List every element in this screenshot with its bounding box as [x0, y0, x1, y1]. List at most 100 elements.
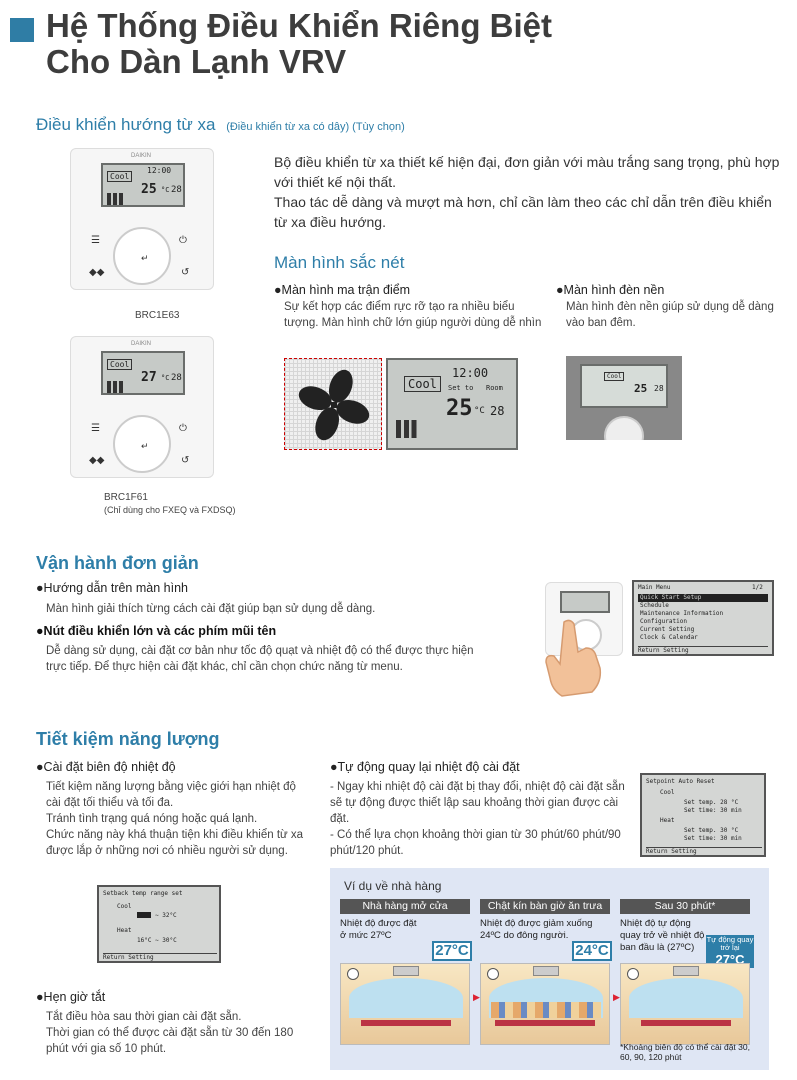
temp-range-item: Tránh tình trạng quá nóng hoặc quá lạnh.	[46, 813, 258, 825]
mini-remote	[545, 582, 623, 656]
auto-reset-lcd: Setpoint Auto Reset Cool Set temp. 28 °C…	[640, 773, 766, 857]
simple-heading: Vận hành đơn giản	[36, 553, 199, 573]
dot-matrix-fan-image	[284, 358, 382, 450]
ceiling-ac-icon	[673, 966, 699, 976]
energy-heading: Tiết kiệm năng lượng	[36, 729, 220, 749]
brand-logo: DAIKIN	[131, 153, 152, 159]
backlit-lcd: Cool 25 28	[580, 364, 668, 408]
model-1-label: BRC1E63	[135, 310, 180, 321]
menu-item-selected[interactable]: Quick Start Setup	[638, 594, 768, 602]
remote-controller-1: DAIKIN Cool 12:00 25 °C 28 ↵ ☰ ⏻ ◆◆ ↺	[70, 148, 214, 290]
off-timer-item: Tắt điều hòa sau thời gian cài đặt sẵn.	[46, 1011, 242, 1023]
reset-cool-temp: Set temp. 28 °C	[684, 799, 739, 806]
panel-1-text: Nhiệt độ được đặt ở mức 27ºC	[340, 918, 417, 941]
model-2-label: BRC1F61 (Chỉ dùng cho FXEQ và FXDSQ)	[104, 491, 236, 517]
example-heading: Ví dụ về nhà hàng	[344, 879, 442, 893]
dot-matrix-text: Sự kết hợp các điểm rực rỡ tạo ra nhiều …	[284, 301, 542, 329]
temp-range-lcd: Setback temp range set Cool ∼ 32°C Heat …	[97, 885, 221, 963]
menu-button-icon[interactable]: ☰	[91, 423, 100, 434]
simple-b2-title: ●Nút điều khiển lớn và các phím mũi tên	[36, 624, 277, 638]
fan-speed-bars-icon	[107, 193, 127, 205]
remote-heading-note: (Điều khiển từ xa có dây) (Tùy chọn)	[226, 121, 405, 133]
panel-1-temp: 27°C	[432, 941, 472, 961]
ceiling-ac-icon	[393, 966, 419, 976]
fan-speed-bars-icon	[107, 381, 127, 393]
off-timer-block: ●Hẹn giờ tắt Tắt điều hòa sau thời gian …	[36, 989, 306, 1057]
lcd-set-temp: 25	[141, 182, 157, 197]
example-footnote: *Khoảng biên độ có thể cài đặt 30, 60, 9…	[620, 1042, 750, 1062]
range-cool-value: ∼ 32°C	[155, 912, 177, 919]
range-heat-value: 16°C ∼ 30°C	[137, 937, 177, 944]
menu-item[interactable]: Clock & Calendar	[640, 634, 698, 641]
reset-heat-label: Heat	[660, 817, 675, 824]
menu-button-icon[interactable]: ☰	[91, 235, 100, 246]
auto-badge-label: Tự động quay trở lại	[706, 935, 754, 952]
title-line-2: Cho Dàn Lạnh VRV	[46, 43, 347, 80]
lcd-set-temp: 25	[634, 382, 648, 395]
lcd-unit: °C	[161, 186, 170, 194]
model-2-note: (Chỉ dùng cho FXEQ và FXDSQ)	[104, 505, 236, 515]
lcd-mode: Cool	[404, 376, 441, 392]
dot-matrix-block: ●Màn hình ma trận điểm Sự kết hợp các đi…	[274, 282, 544, 331]
lcd-room-label: Room	[486, 384, 503, 392]
clock-icon	[487, 968, 499, 980]
reset-cool-label: Cool	[660, 789, 675, 796]
panel-3-room	[620, 963, 750, 1045]
lcd-unit: °C	[161, 374, 170, 382]
lcd-room-temp: 28	[654, 384, 664, 393]
dpad-center-icon: ↵	[141, 253, 149, 263]
menu-item[interactable]: Current Setting	[640, 626, 695, 633]
restaurant-example: Ví dụ về nhà hàng Nhà hàng mở cửa Nhiệt …	[330, 868, 769, 1070]
panel-1-room	[340, 963, 470, 1045]
menu-footer: Return Setting	[638, 646, 768, 654]
remote-desc-1: Bộ điều khiển từ xa thiết kế hiện đại, đ…	[274, 154, 780, 190]
panel-1-head: Nhà hàng mở cửa	[340, 899, 470, 914]
power-button-icon[interactable]: ⏻	[179, 423, 187, 434]
arrow-icon: ▶	[473, 992, 480, 1002]
mode-button-icon[interactable]: ◆◆	[89, 455, 105, 466]
temp-range-title: ●Cài đặt biên độ nhiệt độ	[36, 760, 176, 774]
remote-controller-2: DAIKIN Cool 27 °C 28 ↵ ☰ ⏻ ◆◆ ↺	[70, 336, 214, 478]
clock-icon	[627, 968, 639, 980]
range-cool-cursor	[137, 912, 151, 918]
remote-description: Bộ điều khiển từ xa thiết kế hiện đại, đ…	[274, 152, 784, 232]
main-menu-lcd: Main Menu 1/2 Quick Start Setup Schedule…	[632, 580, 774, 656]
mode-button-icon[interactable]: ◆◆	[89, 267, 105, 278]
cancel-button-icon[interactable]: ↺	[181, 267, 190, 278]
backlight-text: Màn hình đèn nền giúp sử dụng dễ dàng và…	[566, 301, 774, 329]
range-cool-label: Cool	[117, 903, 132, 910]
lcd-room-temp: 28	[490, 404, 505, 418]
backlit-display-photo: Cool 25 28	[566, 356, 682, 440]
sharp-heading: Màn hình sắc nét	[274, 253, 405, 272]
lcd-unit: °C	[474, 406, 485, 416]
reset-heat-temp: Set temp. 30 °C	[684, 827, 739, 834]
range-lcd-title: Setback temp range set	[103, 890, 183, 897]
table-icon	[641, 1020, 731, 1026]
menu-item[interactable]: Maintenance Information	[640, 610, 724, 617]
panel-2-room	[480, 963, 610, 1045]
lcd-set-label: Set to	[448, 384, 474, 392]
panel-3-auto-badge: Tự động quay trở lại 27°C	[706, 935, 754, 968]
example-panel-3: Sau 30 phút* Nhiệt độ tự động quay trở v…	[620, 899, 754, 1045]
panel-3-text: Nhiệt độ tự động quay trở về nhiệt độ ba…	[620, 918, 705, 953]
remote-heading: Điều khiển hướng từ xa (Điều khiển từ xa…	[36, 115, 405, 135]
remote-2-dpad[interactable]: ↵	[113, 415, 171, 473]
power-button-icon[interactable]: ⏻	[179, 235, 187, 246]
title-text: Hệ Thống Điều Khiển Riêng Biệt Cho Dàn L…	[46, 8, 552, 80]
cancel-button-icon[interactable]: ↺	[181, 455, 190, 466]
remote-1-dpad[interactable]: ↵	[113, 227, 171, 285]
ceiling-ac-icon	[533, 966, 559, 976]
hand-pointer-icon	[545, 619, 602, 697]
menu-title: Main Menu	[638, 584, 671, 591]
menu-item[interactable]: Configuration	[640, 618, 687, 625]
lcd-time: 12:00	[452, 366, 489, 380]
backlight-block: ●Màn hình đèn nền Màn hình đèn nền giúp …	[556, 282, 782, 331]
cool-air-icon	[349, 978, 463, 1018]
large-lcd-display: Cool 12:00 Set to Room 25 °C 28	[386, 358, 518, 450]
crowd-icon	[491, 1002, 601, 1018]
menu-item[interactable]: Schedule	[640, 602, 669, 609]
panel-2-head: Chật kín bàn giờ ăn trưa	[480, 899, 610, 914]
panel-3-head: Sau 30 phút*	[620, 899, 750, 914]
remote-heading-text: Điều khiển hướng từ xa	[36, 115, 216, 134]
temp-range-item: Tiết kiệm năng lượng bằng việc giới hạn …	[46, 781, 296, 809]
